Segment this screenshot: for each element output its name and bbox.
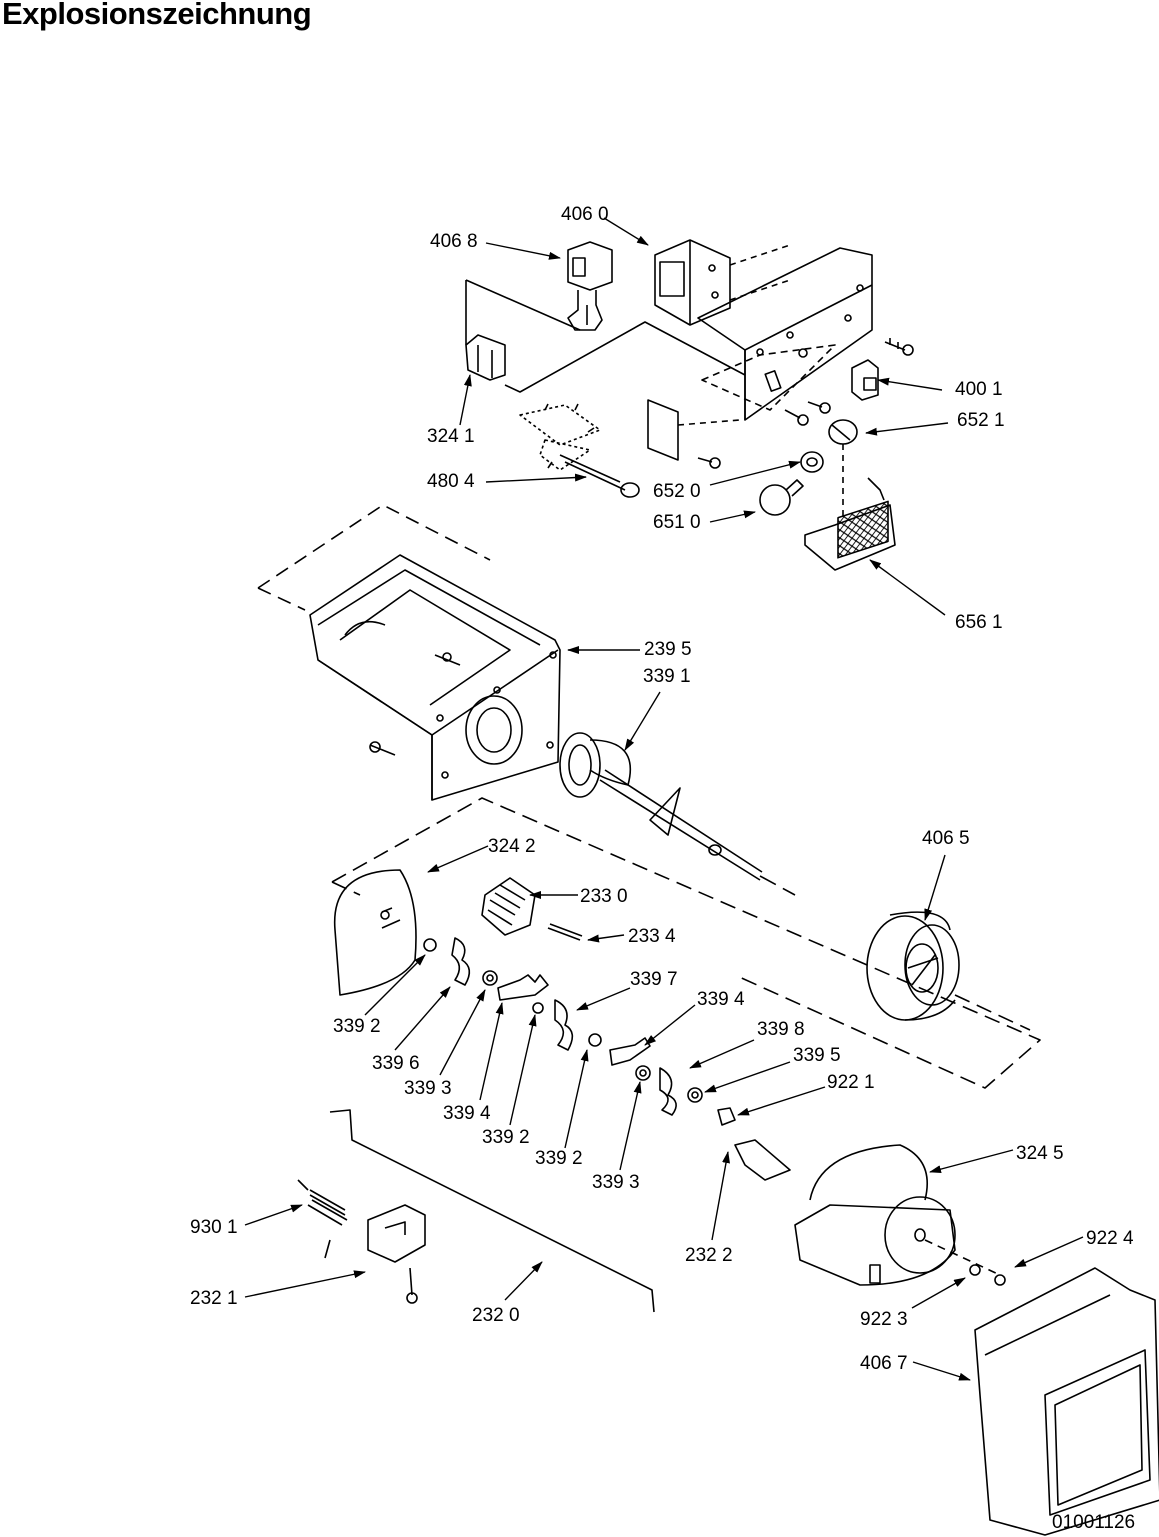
part-651-0-bulb: [759, 479, 804, 516]
callout-930-1: 930 1: [190, 1217, 238, 1238]
page-title: Explosionszeichnung: [2, 0, 312, 31]
callout-656-1: 656 1: [955, 612, 1003, 633]
part-339-1-auger: [559, 732, 796, 896]
callout-339-3a: 339 3: [404, 1078, 452, 1099]
callout-232-1: 232 1: [190, 1288, 238, 1309]
callout-239-5: 239 5: [644, 639, 692, 660]
callout-324-1: 324 1: [427, 426, 475, 447]
part-small-panel: [647, 399, 741, 461]
part-406-0-relay: [654, 239, 791, 326]
part-922-4-clip: [994, 1274, 1006, 1286]
callout-400-1: 400 1: [955, 379, 1003, 400]
linkage-parts: [423, 937, 736, 1126]
callout-406-0: 406 0: [561, 204, 609, 225]
callout-233-4: 233 4: [628, 926, 676, 947]
part-922-3-washer: [969, 1264, 981, 1276]
callout-339-2b: 339 2: [482, 1127, 530, 1148]
callout-339-1: 339 1: [643, 666, 691, 687]
callout-406-5: 406 5: [922, 828, 970, 849]
part-324-5-motor: [794, 1144, 1001, 1286]
callout-339-4a: 339 4: [697, 989, 745, 1010]
callout-339-8: 339 8: [757, 1019, 805, 1040]
control-housing: [697, 247, 873, 421]
part-233-0-cam: [481, 877, 536, 936]
callout-406-7: 406 7: [860, 1353, 908, 1374]
callout-651-0: 651 0: [653, 512, 701, 533]
callout-324-2: 324 2: [488, 836, 536, 857]
leader-lines: [244, 217, 1084, 1381]
part-406-5-drum: [866, 911, 1031, 1031]
part-232-1-clip: [367, 1204, 426, 1304]
part-930-1-spring: [297, 1179, 348, 1259]
callout-922-4: 922 4: [1086, 1228, 1134, 1249]
part-239-5-ice-bucket: [257, 504, 561, 801]
callout-232-0: 232 0: [472, 1305, 520, 1326]
part-480-4-harness: [519, 403, 640, 498]
callout-922-3: 922 3: [860, 1309, 908, 1330]
callout-339-6: 339 6: [372, 1053, 420, 1074]
part-652-0-ring: [800, 451, 824, 473]
screws-upper: [697, 338, 914, 469]
callout-652-1: 652 1: [957, 410, 1005, 431]
part-400-1-switch: [851, 359, 879, 401]
part-324-2-plate: [333, 869, 417, 996]
part-232-2-lever: [734, 1139, 791, 1181]
callout-339-5: 339 5: [793, 1045, 841, 1066]
part-406-7-cover: [974, 1267, 1159, 1536]
part-233-4-pin: [547, 923, 583, 941]
callout-233-0: 233 0: [580, 886, 628, 907]
part-232-0-rod: [329, 1109, 655, 1313]
part-324-1-bracket: [465, 279, 746, 393]
callout-232-2: 232 2: [685, 1245, 733, 1266]
callout-324-5: 324 5: [1016, 1143, 1064, 1164]
part-656-1-shield: [804, 477, 896, 571]
callout-339-2c: 339 2: [535, 1148, 583, 1169]
callout-labels: 406 0 406 8 400 1 652 1 324 1 480 4 652 …: [190, 204, 1134, 1374]
callout-339-3b: 339 3: [592, 1172, 640, 1193]
callout-339-2a: 339 2: [333, 1016, 381, 1037]
part-406-8-solenoid: [567, 241, 613, 331]
callout-406-8: 406 8: [430, 231, 478, 252]
callout-339-4b: 339 4: [443, 1103, 491, 1124]
part-652-1-socket: [828, 419, 858, 520]
callout-652-0: 652 0: [653, 481, 701, 502]
callout-480-4: 480 4: [427, 471, 475, 492]
callout-339-7: 339 7: [630, 969, 678, 990]
callout-922-1: 922 1: [827, 1072, 875, 1093]
document-number: 01001126: [1052, 1512, 1136, 1533]
